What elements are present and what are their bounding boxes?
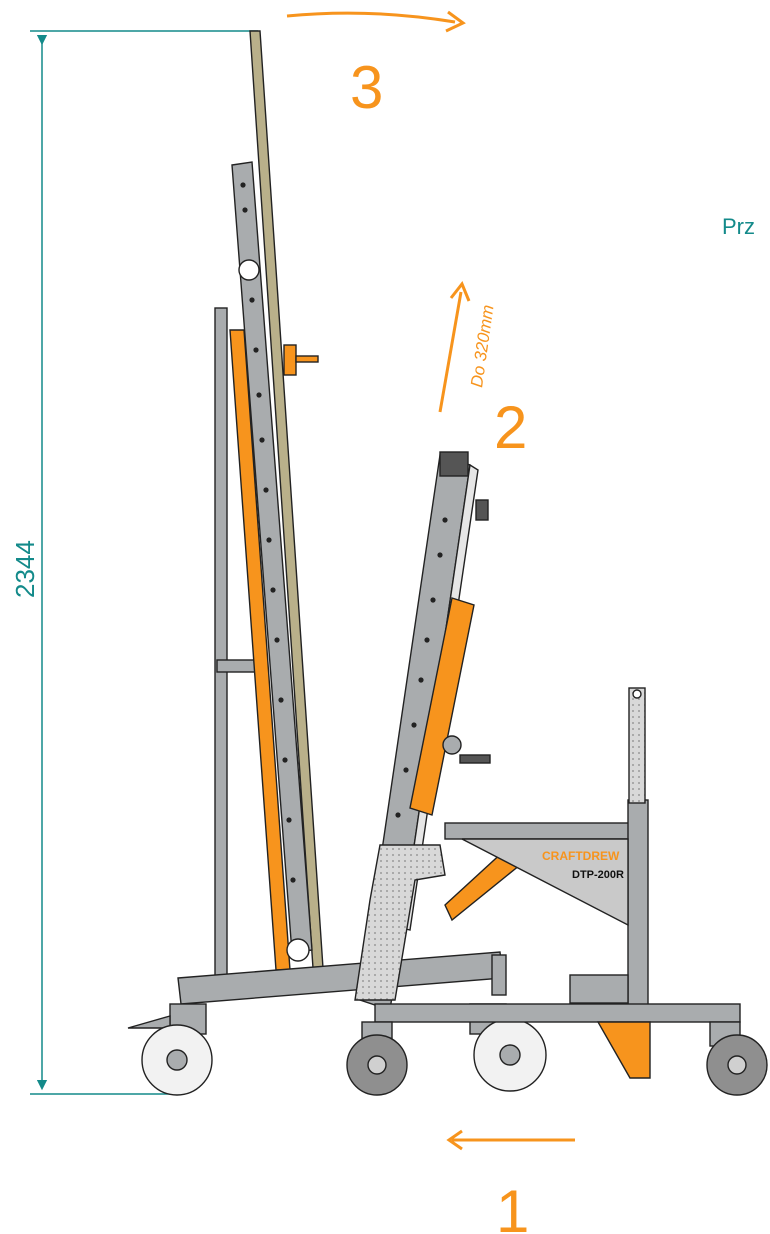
- caster-wheel: [127, 1003, 213, 1096]
- step-1-annotation: 1: [446, 1129, 575, 1234]
- caster-wheel: [706, 1021, 768, 1096]
- clipped-side-text: Prz: [722, 214, 755, 239]
- lift-range-label: Do 320mm: [467, 304, 497, 389]
- plate-brand-text: CRAFTDREW: [542, 849, 620, 863]
- orange-actuator: [409, 597, 475, 816]
- caster-wheel: [346, 1021, 408, 1096]
- orange-foot: [596, 1021, 651, 1079]
- lift-arrow-icon: [438, 291, 463, 413]
- step-3-annotation: 3: [286, 10, 466, 121]
- lift-tilted-position: [354, 451, 522, 1011]
- step-2-annotation: Do 320mm 2: [438, 281, 527, 461]
- rotate-arrow-icon: [286, 11, 456, 24]
- step-3-label: 3: [350, 54, 383, 121]
- dotted-bracket: [354, 844, 446, 1001]
- plate-model-text: DTP-200R: [572, 869, 624, 881]
- gray-plate: [461, 838, 629, 927]
- lift-raised-position: [127, 30, 547, 1096]
- height-dimension-label: 2344: [10, 540, 40, 598]
- step-2-label: 2: [494, 394, 527, 461]
- lift-base-unit: CRAFTDREW DTP-200R: [346, 687, 768, 1096]
- height-dimension: 2344: [10, 30, 258, 1095]
- step-1-label: 1: [496, 1178, 529, 1234]
- raised-mast: [231, 161, 313, 954]
